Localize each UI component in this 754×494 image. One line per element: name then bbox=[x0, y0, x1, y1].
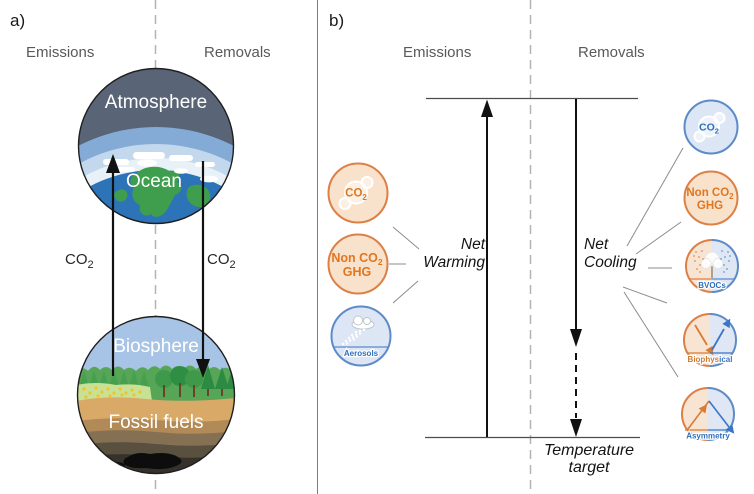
non-co2-text: Non CO bbox=[331, 251, 378, 265]
net-cooling-line1: Net bbox=[584, 236, 609, 253]
ghg-text: GHG bbox=[697, 200, 723, 212]
cooling-factor-bvocs: BVOCs bbox=[684, 238, 740, 299]
warming-factor-co2: CO2 bbox=[327, 162, 389, 229]
biophysical-label: Biophysical bbox=[688, 355, 733, 364]
asymmetry-curve-icon bbox=[685, 400, 735, 434]
temperature-target-caption: Temperature target bbox=[528, 442, 650, 476]
net-cooling-caption: Net Cooling bbox=[584, 236, 637, 272]
cooling-factor-co2: CO2 bbox=[683, 99, 739, 160]
co2-text: CO bbox=[65, 251, 88, 268]
panel-b-removals-heading: Removals bbox=[578, 44, 645, 61]
cooling-factor-biophysical: Biophysical bbox=[682, 312, 738, 373]
meadow-flowers bbox=[82, 386, 142, 399]
aerosol-cloud-icon bbox=[334, 315, 388, 348]
co2-subscript: 2 bbox=[87, 259, 94, 271]
biophysical-circle: Biophysical bbox=[683, 313, 737, 367]
panel-a-emissions-heading: Emissions bbox=[26, 44, 95, 61]
small-conifers bbox=[79, 370, 149, 387]
co2-label-emission-arrow: CO2 bbox=[65, 251, 94, 271]
bvoc-particles-left bbox=[693, 250, 704, 273]
atmosphere-ocean-globe: Atmosphere Ocean bbox=[77, 67, 235, 225]
co2-text: CO bbox=[345, 188, 362, 200]
net-warming-caption: Net Warming bbox=[400, 236, 485, 272]
biosphere-label: Biosphere bbox=[113, 336, 199, 357]
atmosphere-label: Atmosphere bbox=[105, 92, 207, 113]
fossil-fuels-label: Fossil fuels bbox=[108, 412, 203, 433]
biophysical-flux-arrows-icon bbox=[688, 318, 732, 356]
co2-molecule-icon bbox=[338, 176, 374, 210]
globe-outline bbox=[77, 67, 235, 225]
cooling-factor-asymmetry: Asymmetry bbox=[680, 386, 736, 447]
co2-cooling-label: CO2 bbox=[699, 122, 719, 136]
asymmetry-label: Asymmetry bbox=[686, 432, 730, 441]
net-cooling-arrow bbox=[570, 99, 582, 437]
co2-cooling-circle: CO2 bbox=[683, 99, 739, 155]
aerosols-label: Aerosols bbox=[344, 349, 379, 358]
net-warming-line1: Net bbox=[460, 236, 485, 253]
non-co2-text: Non CO bbox=[686, 187, 729, 199]
ocean-label: Ocean bbox=[126, 171, 182, 192]
panel-b-emissions-heading: Emissions bbox=[403, 44, 472, 61]
co2-subscript: 2 bbox=[229, 259, 236, 271]
co2-subscript: 2 bbox=[715, 127, 719, 136]
bvocs-circle: BVOCs bbox=[685, 239, 739, 293]
non-co2-subscript: 2 bbox=[378, 257, 383, 267]
non-co2-subscript: 2 bbox=[729, 192, 734, 201]
continents bbox=[113, 166, 211, 217]
co2-warming-circle: CO2 bbox=[327, 162, 389, 224]
net-warming-line2: Warming bbox=[423, 254, 485, 271]
warming-factor-aerosols: Aerosols bbox=[330, 305, 392, 372]
ghg-text: GHG bbox=[343, 265, 371, 279]
aerosols-circle: Aerosols bbox=[330, 305, 392, 367]
net-cooling-line2: Cooling bbox=[584, 254, 637, 271]
temperature-target-line2: target bbox=[568, 459, 610, 476]
biophysical-label-left: Biophys bbox=[688, 355, 720, 364]
co2-text: CO bbox=[207, 251, 230, 268]
co2-warming-label: CO2 bbox=[345, 188, 367, 203]
temperature-target-line1: Temperature bbox=[543, 442, 635, 459]
biosphere-fossil-circle: Biosphere Fossil fuels bbox=[76, 315, 236, 475]
panel-b-label: b) bbox=[329, 11, 345, 30]
co2-subscript: 2 bbox=[362, 193, 367, 202]
co2-label-removal-arrow: CO2 bbox=[207, 251, 236, 271]
biophysical-label-right: ical bbox=[719, 355, 732, 364]
panel-a-removals-heading: Removals bbox=[204, 44, 271, 61]
biosphere-outline bbox=[76, 315, 236, 475]
asymmetry-circle: Asymmetry bbox=[681, 387, 735, 442]
bvoc-particles-right bbox=[720, 250, 731, 273]
tree-emitting-icon bbox=[689, 250, 735, 280]
co2-text: CO bbox=[699, 122, 715, 134]
panel-a-label: a) bbox=[10, 11, 26, 30]
broadleaf-trees bbox=[155, 366, 203, 397]
co2-molecule-icon bbox=[693, 112, 726, 143]
bvocs-label: BVOCs bbox=[698, 281, 726, 290]
